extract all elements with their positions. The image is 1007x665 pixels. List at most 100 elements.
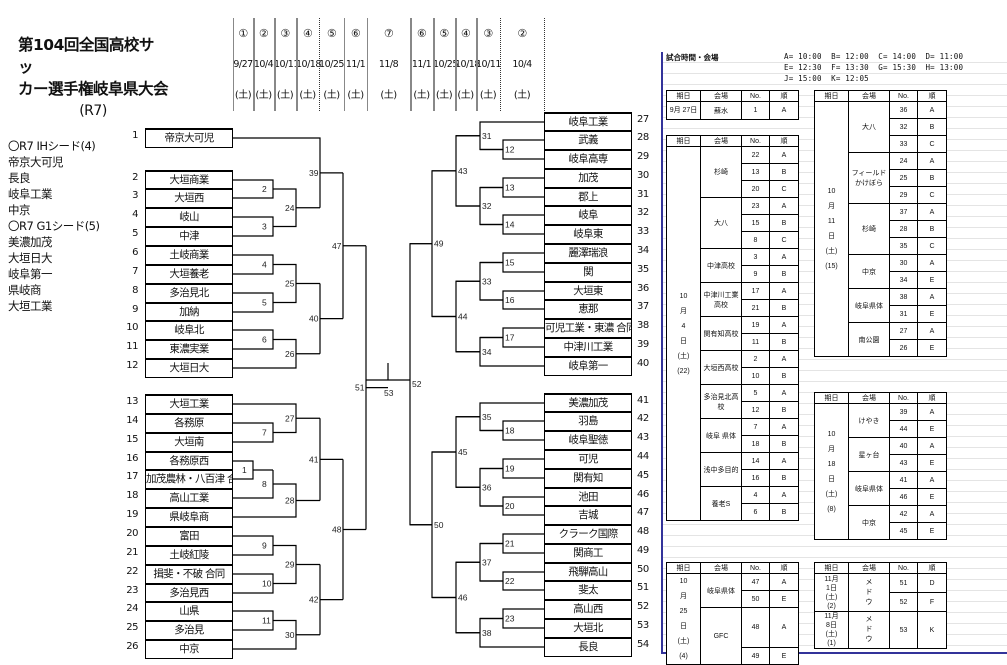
venue-cell: 養老S (700, 486, 742, 521)
kickoff-code-cell: A (769, 384, 799, 402)
match-number: 7 (262, 428, 267, 438)
team-slot: 岐阜高専 (544, 149, 632, 169)
venue-cell: 岐阜県体 (848, 288, 890, 323)
match-no-cell: 51 (889, 573, 918, 593)
team-seed-number: 1 (132, 130, 138, 141)
match-number: 4 (262, 260, 267, 270)
bracket-line (233, 179, 274, 199)
round-divider (296, 18, 298, 111)
team-slot: 大垣東 (544, 281, 632, 301)
team-slot: 岐阜 (544, 205, 632, 225)
kickoff-code-cell: E (917, 420, 947, 438)
team-seed-number: 33 (637, 226, 649, 237)
match-no-cell: 17 (741, 282, 770, 300)
match-number: 14 (505, 220, 515, 230)
header-venue: 会場 (848, 392, 890, 404)
match-number: 32 (482, 201, 492, 211)
team-slot: 岐阜聖徳 (544, 430, 632, 450)
team-slot: 長良 (544, 637, 632, 657)
header-venue: 会場 (848, 562, 890, 574)
team-slot: 岐阜北 (145, 320, 233, 340)
round-number: ⑥ (350, 27, 361, 40)
round-number: ⑤ (326, 27, 337, 40)
seed-team: 岐阜第一 (8, 267, 53, 281)
team-seed-number: 19 (126, 509, 138, 520)
match-number: 48 (332, 525, 342, 535)
kickoff-code-cell: B (917, 220, 947, 238)
seed-team: 帝京大可児 (8, 155, 64, 169)
match-no-cell: 27 (889, 322, 918, 340)
round-divider (253, 18, 255, 111)
kickoff-code-cell: B (769, 299, 799, 317)
header-day: 期日 (666, 562, 701, 574)
team-seed-number: 42 (637, 413, 649, 424)
seed-team: 美濃加茂 (8, 235, 53, 249)
match-number: 13 (505, 183, 515, 193)
team-slot: 多治見北 (145, 283, 233, 303)
bracket-lines: 2345617891011242526272829303940414247485… (233, 121, 544, 650)
header-no: No. (741, 562, 770, 574)
match-number: 28 (285, 496, 295, 506)
match-no-cell: 4 (741, 486, 770, 504)
match-number: 43 (458, 166, 468, 176)
team-seed-number: 26 (126, 641, 138, 652)
match-no-cell: 40 (889, 437, 918, 455)
header-order: 順 (917, 392, 947, 404)
team-seed-number: 12 (126, 360, 138, 371)
venue-cell: 関有知高校 (700, 316, 742, 351)
match-no-cell: 50 (741, 590, 770, 608)
team-seed-number: 23 (126, 585, 138, 596)
seed-team: 中京 (8, 203, 31, 217)
team-slot: 飛騨高山 (544, 562, 632, 582)
venue-cell: 浅中多目的 (700, 452, 742, 487)
match-no-cell: 52 (889, 592, 918, 612)
round-weekday: (土) (435, 90, 453, 101)
team-seed-number: 5 (132, 228, 138, 239)
venue-cell: 杉崎 (848, 203, 890, 255)
team-seed-number: 14 (126, 415, 138, 426)
team-slot: 中津川工業 (544, 337, 632, 357)
team-seed-number: 39 (637, 339, 649, 350)
header-venue: 会場 (848, 90, 890, 102)
round-weekday: (土) (234, 90, 252, 101)
round-date: 10/11 (476, 59, 501, 70)
match-no-cell: 48 (741, 607, 770, 648)
team-seed-number: 10 (126, 322, 138, 333)
team-slot: 大垣商業 (145, 170, 233, 190)
round-weekday: (土) (255, 90, 272, 101)
team-slot: 大垣北 (544, 618, 632, 638)
team-seed-number: 6 (132, 247, 138, 258)
kickoff-code-cell: A (917, 203, 947, 221)
team-seed-number: 38 (637, 320, 649, 331)
match-number: 27 (285, 413, 295, 423)
team-seed-number: 20 (126, 528, 138, 539)
round-number: ⑤ (439, 27, 449, 40)
title-line-1: 第104回全国高校サッ (18, 36, 154, 76)
team-seed-number: 24 (126, 603, 138, 614)
match-no-cell: 10 (741, 367, 770, 385)
tournament-title: 第104回全国高校サッ カー選手権岐阜県大会 (R7) (18, 34, 169, 122)
bracket-line (233, 137, 321, 208)
team-slot: 可児工業・東濃 合同 (544, 318, 632, 338)
match-no-cell: 31 (889, 305, 918, 323)
round-weekday: (土) (299, 90, 316, 101)
kickoff-code-cell: B (769, 265, 799, 283)
round-date: 10/25 (319, 59, 344, 70)
